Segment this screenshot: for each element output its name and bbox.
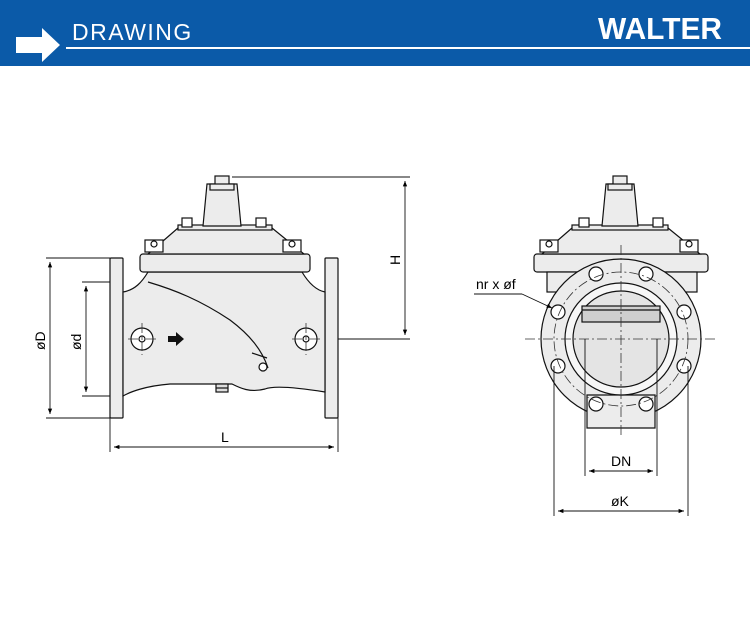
header-bar: DRAWING WALTER	[0, 0, 750, 66]
header-divider	[66, 47, 750, 49]
right-flange	[324, 257, 339, 419]
left-flange	[109, 257, 124, 419]
end-dimensions	[474, 293, 689, 516]
side-dimensions	[46, 176, 410, 452]
bolt-holes	[550, 266, 692, 412]
end-centerlines	[525, 245, 718, 436]
length-label: L	[221, 429, 229, 445]
bolt-holes-label: nr x øf	[476, 276, 516, 292]
bonnet-cover	[146, 227, 306, 255]
side-view	[109, 175, 339, 419]
outer-diameter-label: øD	[32, 331, 48, 350]
brand-logo-text: WALTER	[598, 12, 722, 44]
side-centerlines	[128, 323, 322, 355]
arrow-right-icon	[16, 28, 60, 62]
page-title: DRAWING	[72, 19, 193, 45]
inner-diameter-label: ød	[68, 334, 84, 350]
flow-direction-icon	[168, 332, 184, 346]
valve-body	[122, 271, 326, 398]
valve-drawing: øD ød L H	[32, 175, 718, 516]
bonnet-flange	[139, 253, 311, 273]
valve-seat	[147, 281, 269, 369]
bonnet-bolts	[144, 217, 302, 253]
brand-logo: WALTER	[598, 12, 722, 44]
nominal-diameter-label: DN	[611, 453, 631, 469]
height-label: H	[387, 255, 403, 265]
bolt-circle-label: øK	[611, 493, 630, 509]
